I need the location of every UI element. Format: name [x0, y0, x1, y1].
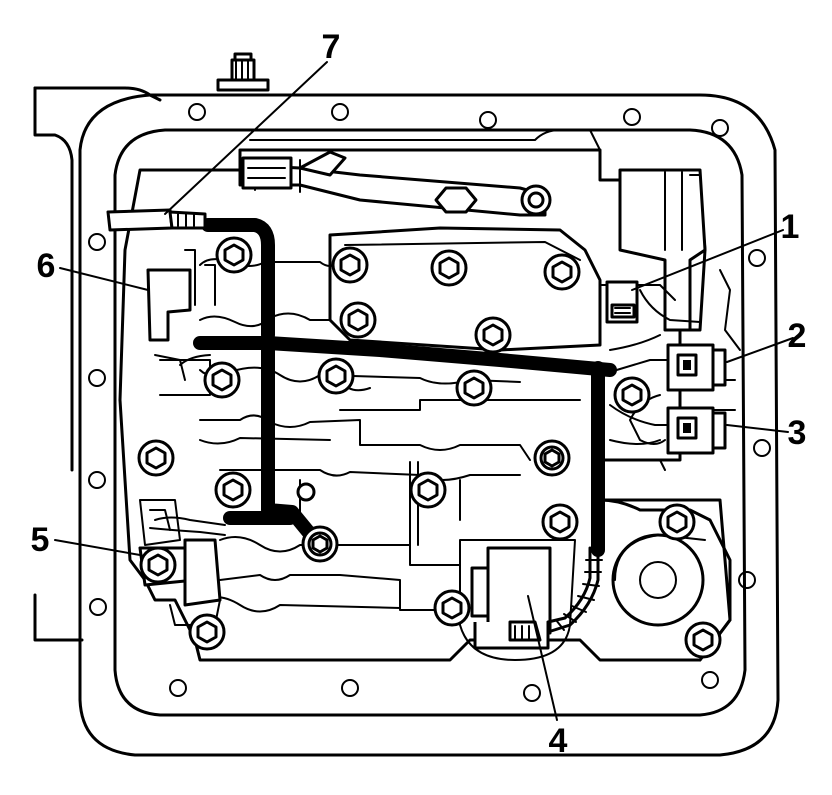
- linkage-nut: [434, 186, 478, 214]
- gasket-hole: [748, 249, 766, 267]
- vent-fitting: [216, 52, 270, 92]
- gasket-hole: [341, 679, 359, 697]
- harness-branches: [179, 334, 676, 445]
- wiring-harness: [193, 218, 617, 557]
- leader-6: [59, 267, 149, 291]
- callouts: 7 1 2 3 4 5 6: [31, 28, 807, 760]
- bolt: [203, 361, 241, 399]
- leader-7: [164, 61, 328, 215]
- tcc-solenoid: [459, 539, 576, 661]
- gasket-hole: [523, 684, 541, 702]
- pan-gasket-outline: [78, 93, 780, 757]
- bolt: [317, 357, 355, 395]
- gasket-hole: [89, 598, 107, 616]
- callout-6: 6: [37, 247, 56, 285]
- gasket-hole: [169, 679, 187, 697]
- leader-5: [54, 539, 141, 556]
- gasket-hole: [738, 571, 756, 589]
- gasket-hole: [88, 471, 106, 489]
- leader-1: [631, 229, 784, 291]
- bolt: [474, 316, 512, 354]
- bolt: [455, 369, 493, 407]
- pressure-control-connectors: [666, 343, 727, 455]
- shift-solenoid-connector: [605, 280, 639, 324]
- accumulator-housing: [598, 498, 732, 662]
- gasket-bolt-holes: [88, 103, 771, 702]
- gasket-hole: [88, 233, 106, 251]
- bolt: [613, 376, 651, 414]
- bolt: [301, 525, 339, 563]
- bolt: [543, 253, 581, 291]
- upper-cover-plate: [328, 226, 602, 352]
- bolt: [296, 482, 316, 502]
- solenoid-lead: [546, 546, 603, 634]
- valve-body-bolts: [137, 236, 722, 659]
- solenoid-bracket-right: [599, 168, 741, 471]
- bolt: [215, 236, 253, 274]
- temp-sensor-connector: [106, 208, 207, 232]
- callout-4: 4: [549, 722, 568, 760]
- bolt: [533, 439, 571, 477]
- gasket-hole: [623, 108, 641, 126]
- callout-7: 7: [322, 28, 341, 66]
- gasket-hole: [753, 439, 771, 457]
- pressure-switch: [146, 268, 192, 342]
- bolt: [331, 246, 369, 284]
- bolt: [409, 471, 447, 509]
- leader-4: [527, 595, 558, 721]
- bolt: [433, 589, 471, 627]
- bolt: [658, 503, 696, 541]
- bolt: [684, 621, 722, 659]
- bolt: [430, 249, 468, 287]
- bolt: [339, 301, 377, 339]
- detent-lever-linkage: [149, 150, 552, 217]
- callout-2: 2: [788, 317, 807, 355]
- gasket-hole: [479, 111, 497, 129]
- bolt: [188, 613, 226, 651]
- leader-3: [726, 424, 789, 433]
- bolt: [137, 439, 175, 477]
- gasket-hole: [331, 103, 349, 121]
- bolt: [139, 546, 177, 584]
- bolt: [214, 471, 252, 509]
- solenoid-body: [486, 546, 552, 635]
- leader-2: [726, 337, 794, 363]
- gasket-hole: [188, 103, 206, 121]
- bolt: [541, 503, 579, 541]
- gasket-hole: [711, 119, 729, 137]
- callout-5: 5: [31, 521, 50, 559]
- callout-3: 3: [788, 414, 807, 452]
- gasket-hole: [701, 671, 719, 689]
- gasket-hole: [88, 369, 106, 387]
- leader-lines: [54, 61, 794, 721]
- callout-1: 1: [781, 208, 800, 246]
